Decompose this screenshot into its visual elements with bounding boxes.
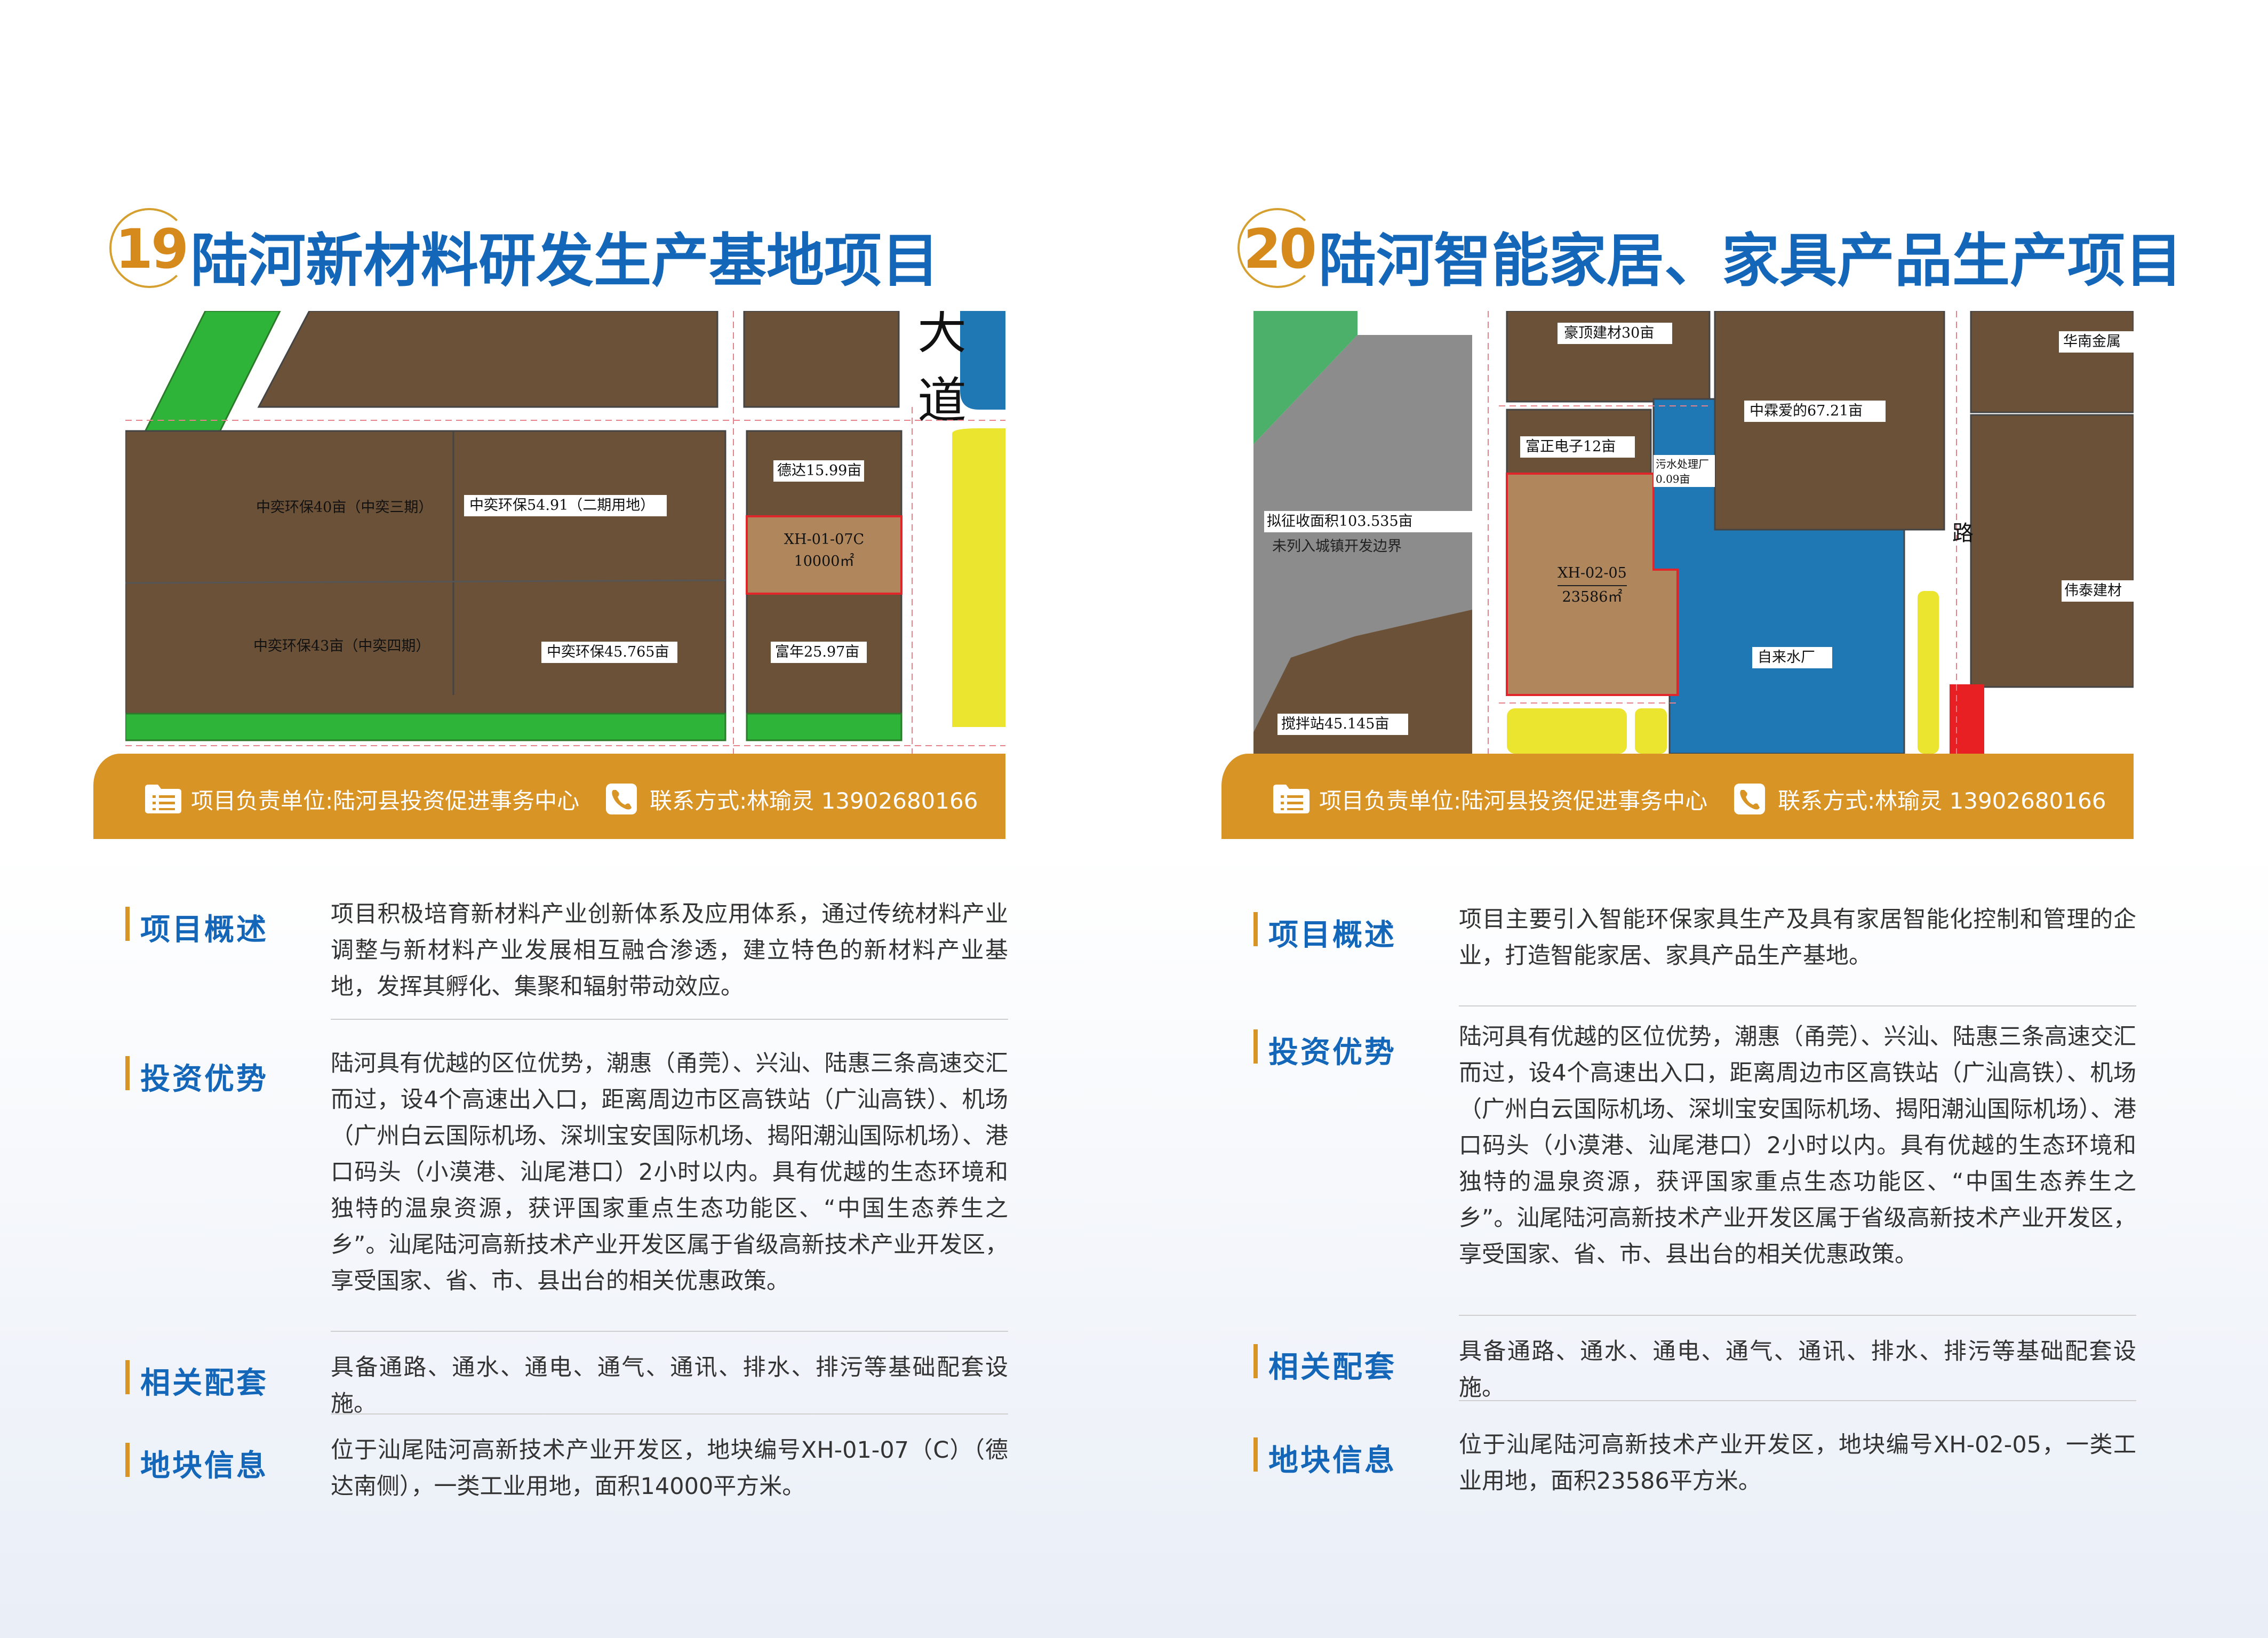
lot-label: 未列入城镇开发边界: [1272, 538, 1402, 555]
section-marker: [125, 1360, 130, 1394]
section-text: 具备通路、通水、通电、通气、通讯、排水、排污等基础配套设施。: [331, 1354, 1008, 1417]
section-text: 位于汕尾陆河高新技术产业开发区，地块编号XH-02-05，一类工业用地，面积23…: [1459, 1432, 2136, 1495]
lot-label: 搅拌站45.145亩: [1281, 716, 1389, 732]
lot-label: 伟泰建材: [2064, 582, 2122, 599]
section-marker: [1253, 1029, 1258, 1064]
contact-bar: 项目负责单位:陆河县投资促进事务中心 联系方式:林瑜灵 13902680166: [93, 754, 1005, 839]
project-20-header: 20 陆河智能家居、家具产品生产项目: [1237, 203, 2183, 309]
section-text: 陆河具有优越的区位优势，潮惠（甬莞）、兴汕、陆惠三条高速交汇而过，设4个高速出入…: [1459, 1024, 2136, 1268]
lot-label: 自来水厂: [1758, 649, 1815, 666]
divider: [331, 1019, 1008, 1020]
project-19-panel: 19 陆河新材料研发生产基地项目 大 道: [93, 0, 1011, 1638]
phone-icon: [606, 784, 637, 814]
section-marker: [1253, 1437, 1258, 1472]
lot-label: 拟征收面积103.535亩: [1267, 513, 1413, 530]
contact-unit: 项目负责单位:陆河县投资促进事务中心: [144, 783, 579, 815]
section-text: 位于汕尾陆河高新技术产业开发区，地块编号XH-01-07（C）（德达南侧），一类…: [331, 1437, 1008, 1500]
divider: [331, 1413, 1008, 1415]
section-marker: [125, 1056, 130, 1090]
lot-label: 中奕环保43亩（中奕四期）: [253, 638, 430, 654]
lot-label: 华南金属: [2063, 333, 2121, 350]
divider: [1459, 1005, 2136, 1006]
lot-label: 中奕环保40亩（中奕三期）: [256, 499, 433, 516]
project-number: 19: [115, 218, 189, 281]
lot-label: 富年25.97亩: [775, 644, 859, 660]
lot-label: 污水处理厂: [1656, 458, 1709, 470]
lot-label: 中霖爱的67.21亩: [1750, 403, 1863, 419]
road-label: 大: [917, 311, 967, 360]
section-marker: [1253, 912, 1258, 946]
divider: [1459, 1400, 2136, 1401]
section-label: 项目概述: [140, 913, 268, 947]
lot-label: 中奕环保45.765亩: [547, 644, 669, 660]
contact-unit-text: 项目负责单位:陆河县投资促进事务中心: [1319, 787, 1708, 814]
site-plan-map: 大 道: [125, 311, 1005, 754]
contact-unit: 项目负责单位:陆河县投资促进事务中心: [1272, 783, 1707, 815]
lot-label: 德达15.99亩: [777, 462, 861, 479]
contact-bar: 项目负责单位:陆河县投资促进事务中心 联系方式:林瑜灵 13902680166: [1221, 754, 2134, 839]
lot-label: 中奕环保54.91（二期用地）: [469, 497, 654, 514]
project-19-header: 19 陆河新材料研发生产基地项目: [109, 203, 1016, 309]
site-plan-map: 路 豪顶建材30亩 中霖爱的67.21亩 华南金属 富正电子12亩 污水处理厂 …: [1253, 311, 2134, 754]
divider: [1459, 1315, 2136, 1316]
divider: [331, 1331, 1008, 1332]
contact-phone-text: 联系方式:林瑜灵 13902680166: [650, 787, 978, 814]
target-lot-area: 23586㎡: [1562, 589, 1623, 605]
target-lot-area: 10000㎡: [794, 553, 855, 570]
section-label: 项目概述: [1268, 918, 1396, 953]
section-label: 相关配套: [1268, 1350, 1396, 1385]
road-label: 路: [1952, 521, 1974, 546]
section-label: 投资优势: [140, 1062, 268, 1097]
section-text: 陆河具有优越的区位优势，潮惠（甬莞）、兴汕、陆惠三条高速交汇而过，设4个高速出入…: [331, 1050, 1008, 1295]
section-label: 相关配套: [140, 1366, 268, 1401]
project-20-panel: 20 陆河智能家居、家具产品生产项目: [1221, 0, 2183, 1638]
section-label: 投资优势: [1268, 1035, 1396, 1070]
lot-label: 豪顶建材30亩: [1564, 325, 1654, 341]
lot-label: 0.09亩: [1656, 473, 1690, 485]
project-title: 陆河智能家居、家具产品生产项目: [1319, 228, 2183, 294]
contact-phone: 联系方式:林瑜灵 13902680166: [1731, 783, 2106, 815]
project-number: 20: [1243, 218, 1317, 281]
contact-phone: 联系方式:林瑜灵 13902680166: [603, 783, 978, 815]
section-text: 项目主要引入智能环保家具生产及具有家居智能化控制和管理的企业，打造智能家居、家具…: [1459, 906, 2136, 969]
target-lot-id: XH-01-07C: [784, 531, 864, 548]
section-marker: [125, 1443, 130, 1477]
section-text: 项目积极培育新材料产业创新体系及应用体系，通过传统材料产业调整与新材料产业发展相…: [331, 901, 1008, 1000]
contact-unit-text: 项目负责单位:陆河县投资促进事务中心: [191, 787, 580, 814]
number-badge-ring: [109, 208, 189, 288]
contact-phone-text: 联系方式:林瑜灵 13902680166: [1778, 787, 2106, 814]
lot-label: 富正电子12亩: [1526, 438, 1616, 455]
section-text: 具备通路、通水、通电、通气、通讯、排水、排污等基础配套设施。: [1459, 1338, 2136, 1401]
target-lot-id: XH-02-05: [1558, 565, 1627, 581]
folder-list-icon: [145, 785, 181, 813]
section-marker: [125, 907, 130, 941]
project-title: 陆河新材料研发生产基地项目: [190, 228, 940, 294]
number-badge-ring: [1237, 208, 1317, 288]
section-label: 地块信息: [1268, 1443, 1396, 1478]
folder-list-icon: [1273, 785, 1309, 813]
section-marker: [1253, 1344, 1258, 1378]
section-label: 地块信息: [140, 1449, 268, 1483]
phone-icon: [1734, 784, 1765, 814]
